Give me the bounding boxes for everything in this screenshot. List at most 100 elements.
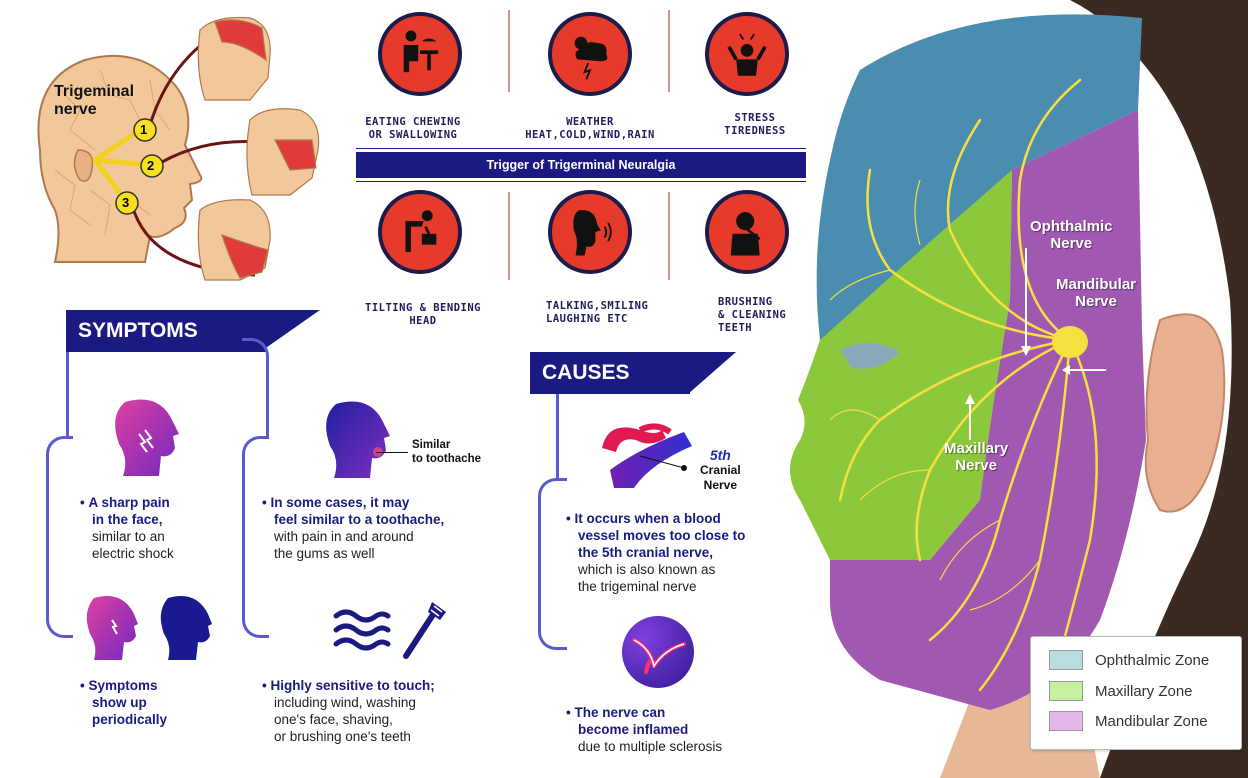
cause-bold-text: vessel moves too close to	[578, 528, 746, 543]
trigger-label-line: TALKING,SMILING	[546, 300, 649, 312]
toothbrush-icon	[403, 602, 446, 659]
symptom-text: with pain in and around	[274, 529, 414, 544]
legend-label-ophthalmic: Ophthalmic Zone	[1095, 651, 1210, 669]
brushing-teeth-icon	[705, 190, 789, 274]
symptom-sharp-pain: • A sharp pain in the face, similar to a…	[80, 495, 174, 561]
symptom-toothache: • In some cases, it may feel similar to …	[262, 495, 445, 561]
weather-storm-icon	[548, 12, 632, 96]
trigeminal-head-diagram: Trigeminal nerve 1 2 3	[0, 0, 340, 300]
ophthalmic-nerve-label-line1: Ophthalmic	[1030, 218, 1113, 235]
electric-shock-head-icon	[115, 399, 179, 476]
symptoms-bracket-stem-right	[242, 338, 269, 439]
symptom-text: the gums as well	[274, 546, 375, 561]
cause-bold-text: become inflamed	[578, 722, 689, 737]
legend-swatch-maxillary	[1049, 681, 1083, 701]
trigger-label-line: OR SWALLOWING	[368, 129, 458, 141]
symptoms-banner-tail	[260, 310, 320, 352]
cause-multiple-sclerosis: • The nerve can become inflamed due to m…	[566, 705, 723, 754]
toothache-label-line1: Similar	[412, 439, 451, 451]
symptom-bold-text: A sharp pain	[88, 495, 170, 510]
trigger-separator	[668, 10, 670, 92]
trigger-label-brushing: BRUSHING & CLEANING TEETH	[718, 296, 818, 335]
trigger-label-line: & CLEANING	[718, 309, 787, 321]
trigger-separator	[508, 192, 510, 280]
symptom-bold-text: periodically	[92, 712, 168, 727]
trigger-label-line: WEATHER	[566, 116, 614, 128]
cranial-nerve-label-line3: Nerve	[703, 478, 738, 492]
symptom-sensitive-touch: • Highly sensitive to touch; including w…	[262, 678, 435, 744]
legend-item-maxillary: Maxillary Zone	[1049, 680, 1193, 702]
trigger-banner: Trigger of Trigerminal Neuralgia	[356, 148, 806, 182]
symptom-bold-text: Highly sensitive to touch;	[270, 678, 435, 693]
trigeminal-title-line2: nerve	[54, 101, 97, 118]
zone-legend: Ophthalmic Zone Maxillary Zone Mandibula…	[1030, 636, 1242, 750]
maxillary-nerve-label: Maxillary Nerve	[944, 440, 1008, 474]
symptoms-bracket-left	[46, 436, 73, 638]
trigger-label-line: EATING CHEWING	[365, 116, 461, 128]
trigeminal-title-line1: Trigeminal	[54, 83, 135, 100]
trigger-label-line: STRESS	[734, 112, 776, 124]
talking-head-icon	[548, 190, 632, 274]
cause-bold-text: It occurs when a blood	[574, 511, 721, 526]
trigger-label-line: TIREDNESS	[724, 125, 786, 137]
trigger-label-talking: TALKING,SMILING LAUGHING ETC	[530, 300, 686, 326]
cranial-nerve-label-line2: Cranial	[700, 463, 741, 477]
legend-swatch-ophthalmic	[1049, 650, 1083, 670]
symptom-bold-text: In some cases, it may	[270, 495, 410, 510]
symptom-bold-text: feel similar to a toothache,	[274, 512, 445, 527]
legend-item-mandibular: Mandibular Zone	[1049, 710, 1208, 732]
trigger-separator	[508, 10, 510, 92]
causes-banner: CAUSES	[530, 352, 690, 394]
branch-number-1: 1	[140, 122, 148, 137]
trigger-label-line: HEAD	[409, 315, 437, 327]
cranial-nerve-vessel-icon	[602, 423, 692, 488]
causes-bracket	[538, 478, 567, 650]
legend-swatch-mandibular	[1049, 711, 1083, 731]
cranial-nerve-label: 5th Cranial Nerve	[700, 448, 741, 493]
inflamed-nerve-icon	[622, 616, 694, 688]
branch-number-circle	[115, 191, 139, 215]
periodic-heads-icon	[86, 596, 212, 660]
trigger-separator	[668, 192, 670, 280]
trigger-label-bending: TILTING & BENDING HEAD	[348, 302, 498, 328]
symptom-text: including wind, washing	[274, 695, 416, 710]
branch-number-3: 3	[122, 195, 130, 210]
cause-text: the trigeminal nerve	[578, 579, 697, 594]
symptom-text: electric shock	[92, 546, 174, 561]
cranial-nerve-label-line1: 5th	[709, 447, 731, 463]
ophthalmic-nerve-label-line2: Nerve	[1050, 235, 1093, 252]
eating-person-icon	[378, 12, 462, 96]
trigger-label-line: TEETH	[718, 322, 753, 334]
toothache-pointer-line	[376, 452, 408, 453]
symptom-bold-text: in the face,	[92, 512, 163, 527]
trigger-label-line: HEAT,COLD,WIND,RAIN	[525, 129, 655, 141]
branch-number-circle	[140, 154, 164, 178]
legend-label-mandibular: Mandibular Zone	[1095, 712, 1208, 730]
legend-label-maxillary: Maxillary Zone	[1095, 682, 1193, 700]
trigger-label-line: LAUGHING ETC	[546, 313, 628, 325]
symptoms-banner: SYMPTOMS	[66, 310, 266, 352]
trigger-label-eating: EATING CHEWING OR SWALLOWING	[348, 116, 478, 142]
trigger-label-line: TILTING & BENDING	[365, 302, 481, 314]
symptom-periodic: • Symptoms show up periodically	[80, 678, 168, 727]
trigger-label-stress: STRESS TIREDNESS	[700, 112, 810, 138]
cause-bold-text: the 5th cranial nerve,	[578, 545, 714, 560]
symptom-bold-text: show up	[92, 695, 147, 710]
cause-text: which is also known as	[578, 562, 716, 577]
symptoms-title: SYMPTOMS	[78, 319, 198, 342]
toothache-label: Similar to toothache	[412, 438, 481, 466]
symptom-text: or brushing one's teeth	[274, 729, 411, 744]
mandibular-nerve-label: Mandibular Nerve	[1056, 276, 1136, 310]
branch-number-circle	[133, 118, 157, 142]
trigger-label-weather: WEATHER HEAT,COLD,WIND,RAIN	[510, 116, 670, 142]
maxillary-nerve-label-line2: Nerve	[955, 457, 997, 474]
bending-person-icon	[378, 190, 462, 274]
mandibular-nerve-label-line2: Nerve	[1075, 293, 1117, 310]
ophthalmic-nerve-label: Ophthalmic Nerve	[1030, 218, 1113, 252]
stress-person-icon	[705, 12, 789, 96]
toothache-head-icon	[326, 401, 390, 478]
trigger-label-line: BRUSHING	[718, 296, 773, 308]
symptom-bold-text: Symptoms	[88, 678, 158, 693]
causes-title: CAUSES	[542, 361, 630, 384]
causes-banner-tail	[688, 352, 736, 394]
